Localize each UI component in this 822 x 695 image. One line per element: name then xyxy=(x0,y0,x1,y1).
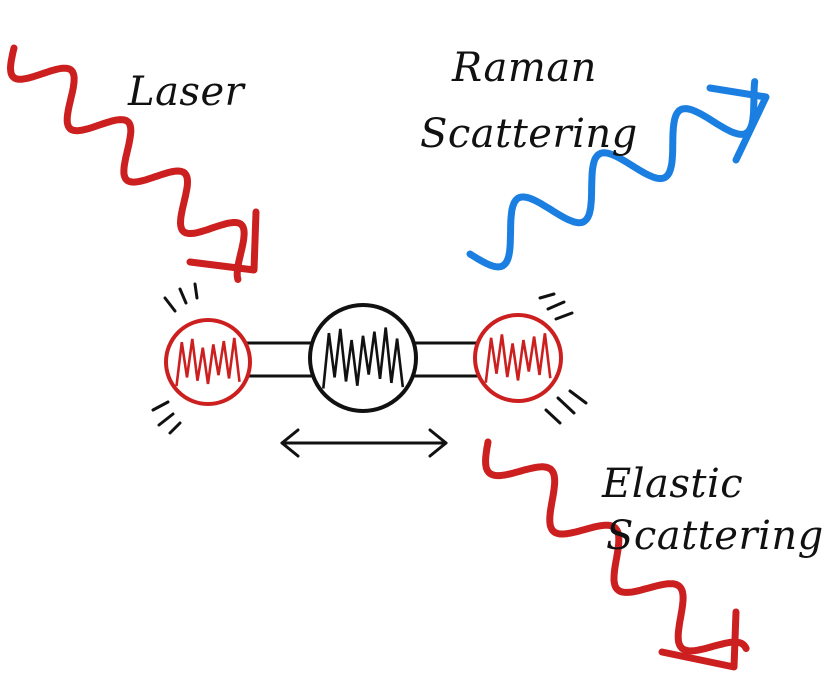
laser-wave-arrow xyxy=(7,44,260,283)
tick xyxy=(546,300,566,311)
elastic-label-line1: Elastic xyxy=(602,461,744,507)
tick xyxy=(538,292,556,300)
left-atom-vibration xyxy=(175,337,241,387)
tick xyxy=(554,311,574,321)
center-atom-vibration xyxy=(322,327,405,389)
left-atom-circle xyxy=(164,318,252,406)
elastic-label-line2: Scattering xyxy=(606,513,822,559)
elastic-wave xyxy=(482,438,750,655)
molecule xyxy=(151,282,588,435)
raman-label-line1: Raman xyxy=(452,45,597,91)
bonds xyxy=(246,341,480,378)
tick xyxy=(178,287,188,305)
center-atom xyxy=(308,303,418,413)
raman-label-line2: Scattering xyxy=(420,111,638,157)
double-arrow-icon xyxy=(280,428,448,458)
tick xyxy=(568,389,588,405)
tick xyxy=(163,296,177,313)
laser-wave xyxy=(7,44,248,283)
tick xyxy=(157,412,175,427)
right-atom xyxy=(473,313,563,403)
right-atom-circle xyxy=(473,313,563,403)
raman-wave-arrow xyxy=(466,78,770,271)
right-atom-vibration xyxy=(484,333,552,383)
laser-arrowhead xyxy=(186,208,260,274)
tick xyxy=(151,400,170,412)
left-atom xyxy=(164,318,252,406)
tick xyxy=(168,421,182,435)
elastic-wave-arrow xyxy=(482,438,750,671)
elastic-arrowhead xyxy=(658,608,740,671)
tick xyxy=(556,396,576,415)
vibration-ticks xyxy=(151,282,588,435)
tick xyxy=(544,408,562,425)
raman-wave xyxy=(466,78,759,271)
raman-arrowhead xyxy=(706,84,770,164)
tick xyxy=(193,282,199,300)
center-atom-circle xyxy=(308,303,418,413)
laser-label: Laser xyxy=(128,69,245,115)
